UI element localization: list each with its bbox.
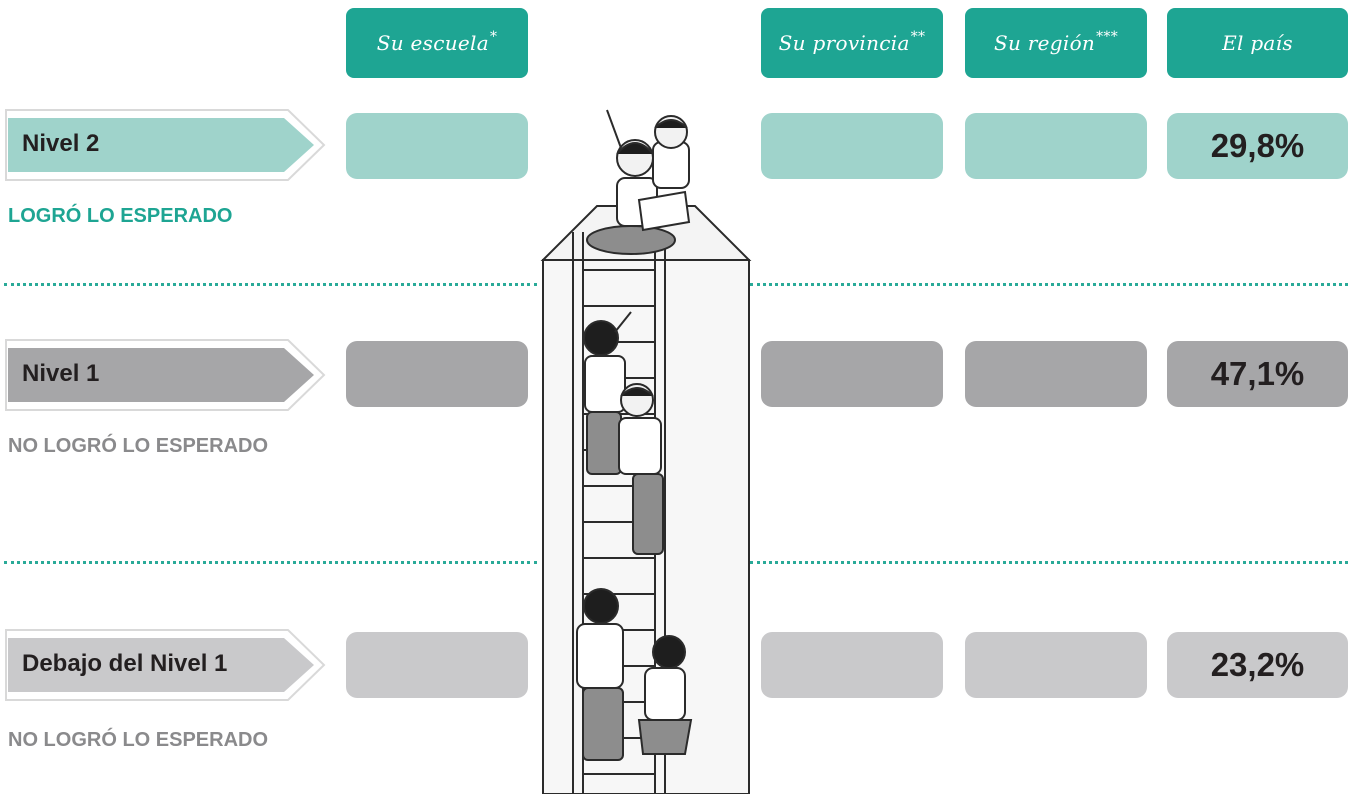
level-name: Debajo del Nivel 1 — [22, 650, 228, 677]
level-arrow-shape — [5, 629, 326, 701]
divider-left — [4, 561, 537, 564]
level-arrow-shape — [5, 109, 326, 181]
level-arrow-shape — [5, 339, 326, 411]
cell-provincia-nivel-1 — [761, 341, 943, 407]
status-nivel-1: NO LOGRÓ LO ESPERADO — [8, 435, 269, 457]
status-nivel-2: LOGRÓ LO ESPERADO — [8, 205, 233, 227]
divider-left — [4, 283, 537, 286]
cell-pais-nivel-1: 47,1% — [1167, 341, 1348, 407]
header-el-pais: El país — [1167, 8, 1348, 78]
divider-right — [750, 561, 1348, 564]
header-label: Su región — [993, 31, 1096, 55]
header-su-region: Su región*** — [965, 8, 1147, 78]
header-su-escuela: Su escuela* — [346, 8, 528, 78]
cell-escuela-debajo — [346, 632, 528, 698]
footnote-mark: *** — [1096, 29, 1119, 45]
level-tag-nivel-1: Nivel 1 — [0, 336, 330, 414]
children-climbing-ladder-illustration — [540, 109, 752, 794]
header-label: Su escuela — [376, 31, 489, 55]
header-label: Su provincia — [778, 31, 910, 55]
level-name: Nivel 1 — [22, 360, 100, 387]
cell-pais-nivel-2: 29,8% — [1167, 113, 1348, 179]
cell-pais-debajo: 23,2% — [1167, 632, 1348, 698]
cell-region-debajo — [965, 632, 1147, 698]
footnote-mark: ** — [910, 29, 926, 45]
divider-right — [750, 283, 1348, 286]
level-name: Nivel 2 — [22, 130, 100, 157]
footnote-mark: * — [489, 29, 498, 45]
status-debajo-nivel-1: NO LOGRÓ LO ESPERADO — [8, 729, 269, 751]
cell-escuela-nivel-2 — [346, 113, 528, 179]
cell-region-nivel-1 — [965, 341, 1147, 407]
header-label: El país — [1222, 31, 1293, 55]
cell-provincia-debajo — [761, 632, 943, 698]
level-tag-nivel-2: Nivel 2 — [0, 106, 330, 184]
cell-region-nivel-2 — [965, 113, 1147, 179]
cell-escuela-nivel-1 — [346, 341, 528, 407]
header-su-provincia: Su provincia** — [761, 8, 943, 78]
level-tag-debajo-nivel-1: Debajo del Nivel 1 — [0, 626, 330, 704]
cell-provincia-nivel-2 — [761, 113, 943, 179]
